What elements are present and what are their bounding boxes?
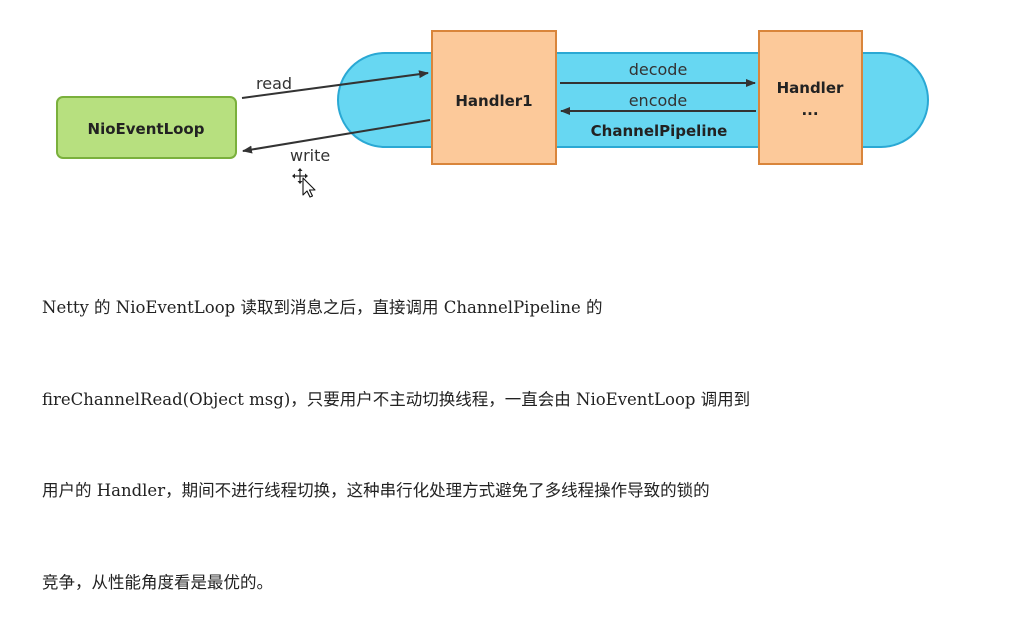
read-label: read: [256, 74, 292, 93]
handler-n-box: [758, 30, 863, 165]
handler1-box: [431, 30, 557, 165]
handler-n-label: Handler: [777, 79, 844, 97]
move-cursor-icon: [292, 168, 316, 198]
encode-label: encode: [629, 91, 688, 110]
channel-pipeline-label: ChannelPipeline: [591, 122, 728, 140]
description-line: 用户的 Handler，期间不进行线程切换，这种串行化处理方式避免了多线程操作导…: [42, 481, 710, 500]
write-arrow: [242, 119, 431, 154]
write-label: write: [290, 146, 330, 165]
handler1-label: Handler1: [455, 92, 532, 110]
decode-label: decode: [629, 60, 688, 79]
netty-pipeline-diagram: NioEventLoop Handler1 Handler ... Channe…: [56, 30, 929, 198]
description-line: Netty 的 NioEventLoop 读取到消息之后，直接调用 Channe…: [42, 298, 603, 317]
description-paragraph: Netty 的 NioEventLoop 读取到消息之后，直接调用 Channe…: [42, 232, 1007, 629]
read-arrow: [241, 70, 429, 99]
description-line: fireChannelRead(Object msg)，只要用户不主动切换线程，…: [42, 389, 751, 409]
handler-n-ellipsis: ...: [801, 101, 818, 119]
nio-event-loop-label: NioEventLoop: [88, 120, 205, 138]
description-line: 竞争，从性能角度看是最优的。: [42, 572, 273, 592]
nio-event-loop-box: [56, 96, 237, 159]
